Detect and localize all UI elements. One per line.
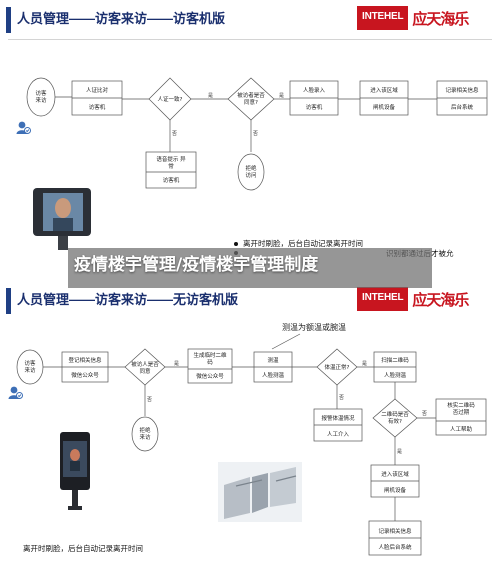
node-gate-device-2: 闸机设备 [384,486,407,494]
node-temp-normal-text: 体温正常? [325,363,350,371]
node-reject-2-text: 拒绝来访 [139,426,151,441]
node-backend-2: 人脸后台系统 [378,543,412,551]
node-generate-qr [187,348,233,384]
title-accent-bar [6,7,11,33]
node-visitor-2-text: 访客来访 [24,359,36,374]
node-visitor [26,77,56,117]
page-title: 人员管理——访客来访——访客机版 [17,11,226,26]
node-id-check-label: 人证比对 [86,86,109,94]
node-visitor-machine-2: 访客机 [306,103,323,111]
node-face-temp: 人脸测温 [262,371,285,379]
node-manual-help: 人工帮助 [450,425,473,433]
node-host-agree-text: 被访者是否同意? [237,91,265,106]
node-wechat-2: 微信公众号 [196,372,224,380]
brand-logo-en-2: INTEHEL [357,287,409,311]
label-no-b3: 否 [422,411,427,417]
brand-logo: INTEHEL 应天海乐 [357,6,469,30]
node-qr-valid [372,398,418,438]
brand-logo-2: INTEHEL 应天海乐 [357,287,469,311]
node-qr-valid-text: 二维码是否有效? [381,410,409,425]
node-id-consistent-text: 人证一致? [158,95,183,103]
label-yes-b3: 是 [397,449,402,455]
bottom-panel: 人员管理——访客来访——无访客机版 INTEHEL 应天海乐 测温为额温或腕温 … [0,281,500,562]
node-wechat: 微信公众号 [71,371,99,379]
node-abnormal-prompt-text: 语音提示 异常 [156,155,186,170]
user-icon-2 [8,385,24,404]
node-manual-intervene: 人工介入 [327,431,350,438]
page-title-2: 人员管理——访客来访——无访客机版 [17,292,239,307]
label-no-1: 否 [172,131,177,137]
face-temp-terminal-image [60,432,90,510]
face-terminal-image [33,188,91,250]
brand-logo-cn: 应天海乐 [412,10,469,28]
node-face-entry-label: 人脸录入 [303,86,326,94]
node-enter-area-label: 进入该区域 [370,86,398,94]
user-icon [16,120,32,139]
label-yes-b2: 是 [362,361,367,367]
label-yes-2: 是 [279,93,284,99]
node-reject [237,153,265,191]
top-panel: 人员管理——访客来访——访客机版 INTEHEL 应天海乐 访客来访 人证比对 … [0,0,500,258]
turnstile-gate-image [218,462,302,522]
node-temp-measure-label: 测温 [267,356,279,364]
node-approved-text: 被访人是否同意 [131,360,159,375]
node-record-info-label: 记录相关信息 [445,86,479,94]
node-reject-text: 拒绝访问 [245,164,257,179]
node-gate-device: 闸机设备 [373,103,396,111]
label-yes-1: 是 [208,93,213,99]
annotation-temp-method: 测温为额温或腕温 [282,323,346,332]
node-backend: 后台系统 [451,103,474,111]
label-no-2: 否 [253,131,258,137]
node-register-label: 登记相关信息 [68,356,102,364]
node-face-temp-2: 人脸测温 [384,371,407,379]
node-visitor-machine-3: 访客机 [163,176,180,184]
label-no-b2: 否 [339,395,344,401]
label-no-b1: 否 [147,397,152,403]
caption-overlay [68,248,432,288]
top-header: 人员管理——访客来访——访客机版 INTEHEL 应天海乐 [0,0,500,40]
node-verify-qr-text: 核实二维码否过期 [447,401,475,416]
node-host-agree [227,77,275,121]
caption-overlay-text: 疫情楼宇管理/疫情楼宇管理制度 [74,255,319,275]
node-verify-qr [435,398,487,436]
bottom-flowchart: 访客来访 登记相关信息 微信公众号 被访人是否同意 生成临时二维码 微信公众号 … [16,333,487,556]
node-visitor-text: 访客来访 [35,89,47,104]
note-leave-scan-2: 离开时刷脸，后台自动记录离开时间 [23,544,143,553]
brand-logo-cn-2: 应天海乐 [412,291,469,309]
top-flowchart: 访客来访 人证比对 访客机 人证一致? 被访者是否同意? 人脸录入 访客机 进入… [26,77,488,255]
node-record-info-2-label: 记录相关信息 [378,527,412,535]
node-generate-qr-text: 生成临时二维码 [193,351,227,366]
node-abnormal-prompt [145,151,197,189]
node-visitor-2 [16,349,44,385]
label-yes-b1: 是 [174,361,179,367]
brand-logo-en: INTEHEL [357,6,409,30]
node-enter-area-2-label: 进入该区域 [381,470,409,478]
note-leave-scan: 离开时刷脸，后台自动记录离开时间 [243,239,363,248]
node-report-fever-label: 报警体温情况 [321,414,355,422]
node-visitor-machine: 访客机 [89,103,106,111]
node-scan-qr-label: 扫描二维码 [381,356,409,364]
header-divider [8,39,492,40]
bottom-header: 人员管理——访客来访——无访客机版 INTEHEL 应天海乐 [0,281,500,321]
title-accent-bar-2 [6,288,11,314]
node-reject-2 [131,416,159,452]
